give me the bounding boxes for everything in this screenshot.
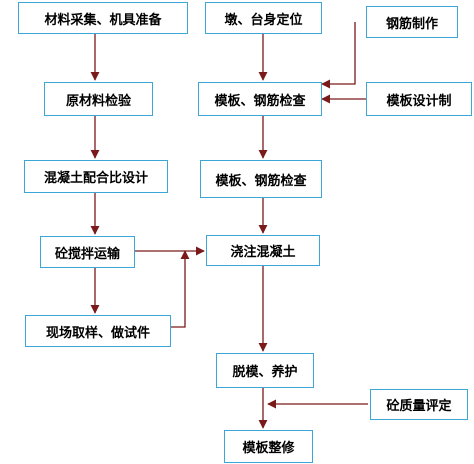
node-label: 浇注混凝土 bbox=[230, 245, 296, 260]
node-label: 模板设计制 bbox=[386, 93, 452, 109]
node-formwork-rebar-check-2: 模板、钢筋检查 bbox=[200, 160, 322, 198]
node-label: 原材料检验 bbox=[65, 93, 131, 109]
node-label: 砼搅拌运输 bbox=[54, 246, 120, 262]
node-label: 脱模、养护 bbox=[232, 365, 298, 380]
node-label: 混凝土配合比设计 bbox=[43, 171, 148, 186]
node-label: 墩、台身定位 bbox=[224, 12, 303, 28]
node-pier-positioning: 墩、台身定位 bbox=[205, 2, 322, 34]
node-sampling: 现场取样、做试件 bbox=[25, 315, 171, 347]
node-label: 模板整修 bbox=[242, 441, 295, 456]
node-label: 现场取样、做试件 bbox=[45, 325, 150, 341]
arrow-sampling-to-pour bbox=[171, 250, 190, 328]
node-pour-concrete: 浇注混凝土 bbox=[206, 235, 320, 266]
node-formwork-design: 模板设计制 bbox=[366, 82, 472, 116]
node-concrete-transport: 砼搅拌运输 bbox=[40, 236, 135, 268]
node-formwork-finish: 模板整修 bbox=[224, 430, 313, 463]
node-demold-cure: 脱模、养护 bbox=[216, 353, 314, 388]
node-label: 钢筋制作 bbox=[385, 16, 438, 32]
node-raw-material-check: 原材料检验 bbox=[44, 82, 153, 116]
arrow-rebar-to-check1 bbox=[321, 22, 356, 89]
node-label: 模板、钢筋检查 bbox=[214, 93, 306, 109]
node-label: 模板、钢筋检查 bbox=[215, 173, 307, 189]
node-mix-design: 混凝土配合比设计 bbox=[24, 160, 168, 193]
node-label: 砼质量评定 bbox=[386, 399, 452, 414]
node-quality-assessment: 砼质量评定 bbox=[370, 389, 468, 420]
node-formwork-rebar-check-1: 模板、钢筋检查 bbox=[198, 82, 322, 116]
node-materials-prep: 材料采集、机具准备 bbox=[18, 2, 188, 34]
node-label: 材料采集、机具准备 bbox=[44, 12, 162, 28]
node-rebar-fabrication: 钢筋制作 bbox=[366, 6, 458, 38]
